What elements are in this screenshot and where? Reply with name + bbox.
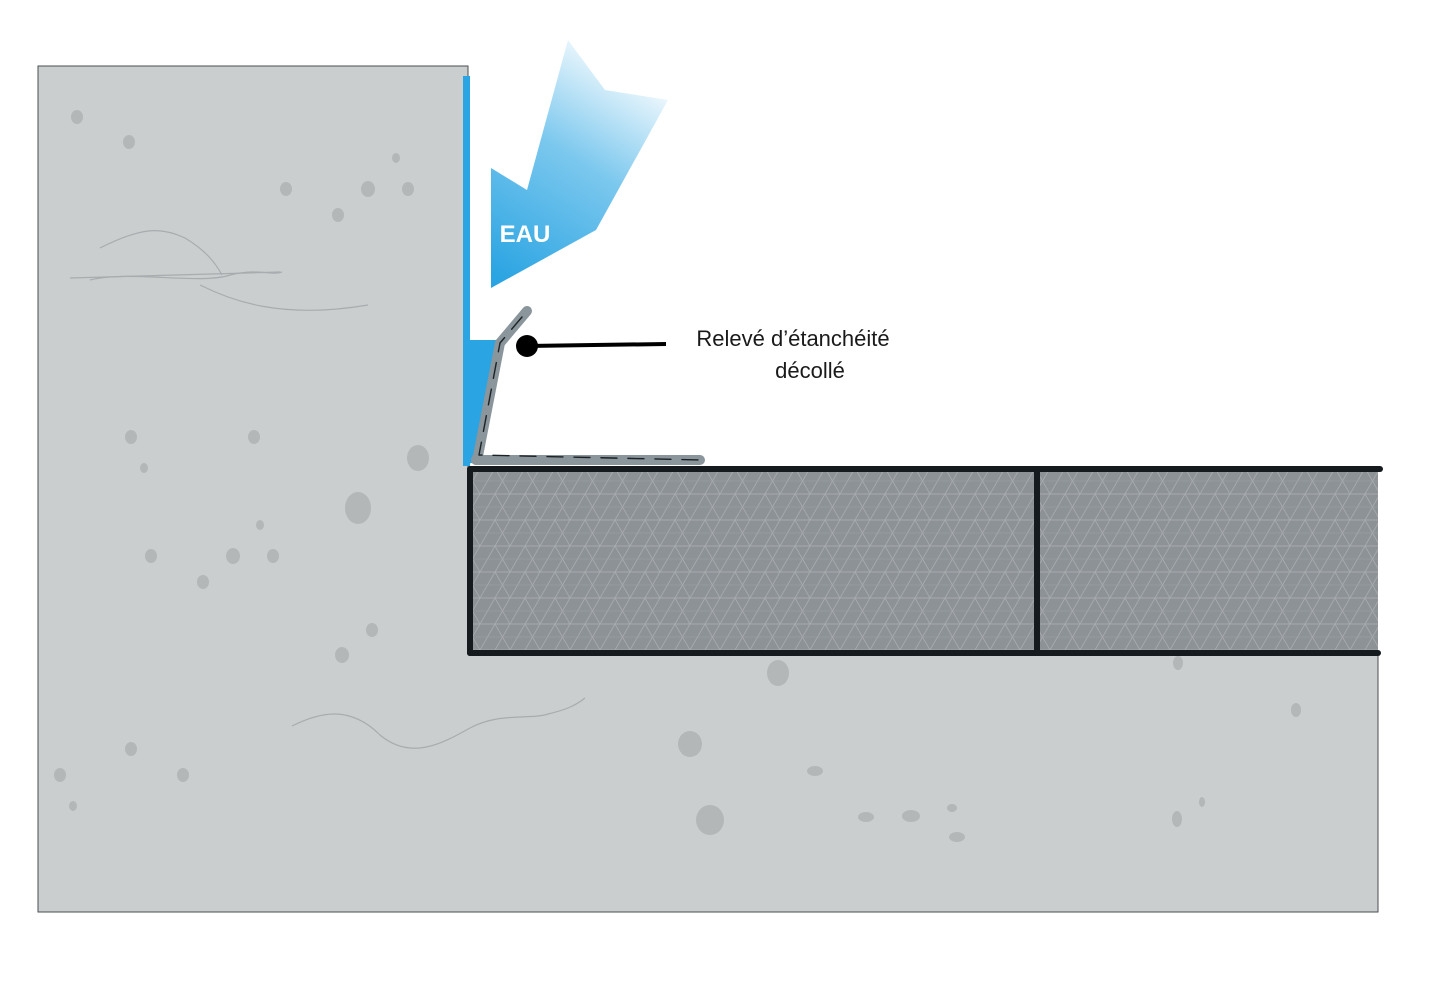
- insulation-panel-right: [1038, 469, 1378, 653]
- insulation-panel-left: [470, 469, 1036, 653]
- arrow-down-left-icon: EAU: [491, 40, 668, 288]
- callout: Relevé d’étanchéité décollé: [516, 326, 890, 383]
- callout-label-line2: décollé: [775, 358, 845, 383]
- water-label: EAU: [500, 221, 551, 248]
- callout-label-line1: Relevé d’étanchéité: [696, 326, 889, 351]
- callout-leader-line: [526, 342, 667, 348]
- concrete-specks: [54, 110, 1301, 842]
- concrete-cracks: [69, 229, 586, 749]
- insulation-panels: [467, 466, 1383, 656]
- detached-membrane: [471, 306, 705, 465]
